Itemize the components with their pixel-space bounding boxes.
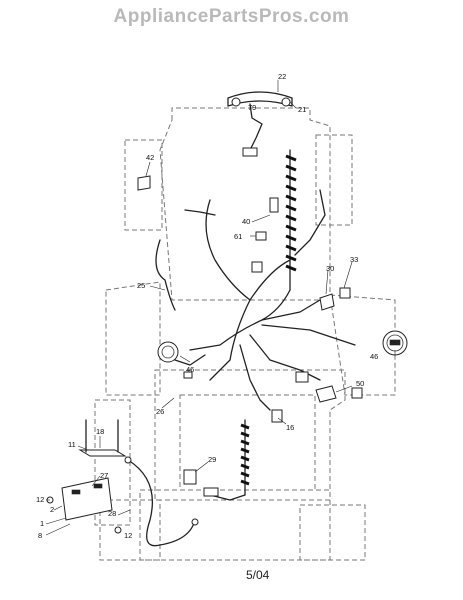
callout-18: 18 xyxy=(96,427,104,436)
callout-29: 29 xyxy=(208,455,216,464)
rear-wheel-right-outline xyxy=(299,504,366,561)
light-42 xyxy=(137,175,151,191)
callout-16: 16 xyxy=(286,423,294,432)
page-date: 5/04 xyxy=(246,568,270,582)
deck-right-outline xyxy=(329,294,396,396)
ground-wire xyxy=(155,239,176,311)
harness-coils xyxy=(285,154,297,272)
callout-40: 40 xyxy=(242,217,250,226)
callout-50: 50 xyxy=(356,379,364,388)
callout-11: 11 xyxy=(68,440,76,449)
hour-meter xyxy=(157,341,179,363)
callout-27: 27 xyxy=(100,471,108,480)
seat-outline xyxy=(179,394,316,491)
battery xyxy=(61,477,113,521)
callout-12-bottom: 12 xyxy=(124,531,132,540)
callout-79: 79 xyxy=(248,103,256,112)
battery-holddown xyxy=(78,449,127,457)
callout-61: 61 xyxy=(234,232,242,241)
front-wheel-left-outline xyxy=(124,139,163,231)
callout-21: 21 xyxy=(298,105,306,114)
hood-outline xyxy=(159,107,331,301)
callout-22: 22 xyxy=(278,72,286,81)
callout-2: 2 xyxy=(50,505,54,514)
watermark-text: AppliancePartsPros.com xyxy=(113,6,350,27)
front-wheel-right-outline xyxy=(315,134,353,226)
callout-42: 42 xyxy=(146,153,154,162)
callout-12-left: 12 xyxy=(36,495,44,504)
callout-1: 1 xyxy=(40,519,44,528)
connector-61 xyxy=(255,231,267,241)
ignition-switch xyxy=(319,293,335,311)
callout-46-right: 46 xyxy=(370,352,378,361)
callout-28: 28 xyxy=(108,509,116,518)
rear-wheel-left-outline xyxy=(99,499,161,561)
callout-26: 26 xyxy=(156,407,164,416)
battery-cable xyxy=(127,459,196,547)
headlight-bar xyxy=(227,91,293,107)
switch-33 xyxy=(339,287,351,299)
callout-30: 30 xyxy=(326,264,334,273)
callout-25: 25 xyxy=(137,281,145,290)
connector-50 xyxy=(315,385,337,403)
seat-switch xyxy=(183,469,197,485)
callout-46-left: 46 xyxy=(186,365,194,374)
callout-33: 33 xyxy=(350,255,358,264)
fender-outline xyxy=(139,489,331,561)
deck-left-outline xyxy=(105,281,161,396)
callout-8: 8 xyxy=(38,531,42,540)
